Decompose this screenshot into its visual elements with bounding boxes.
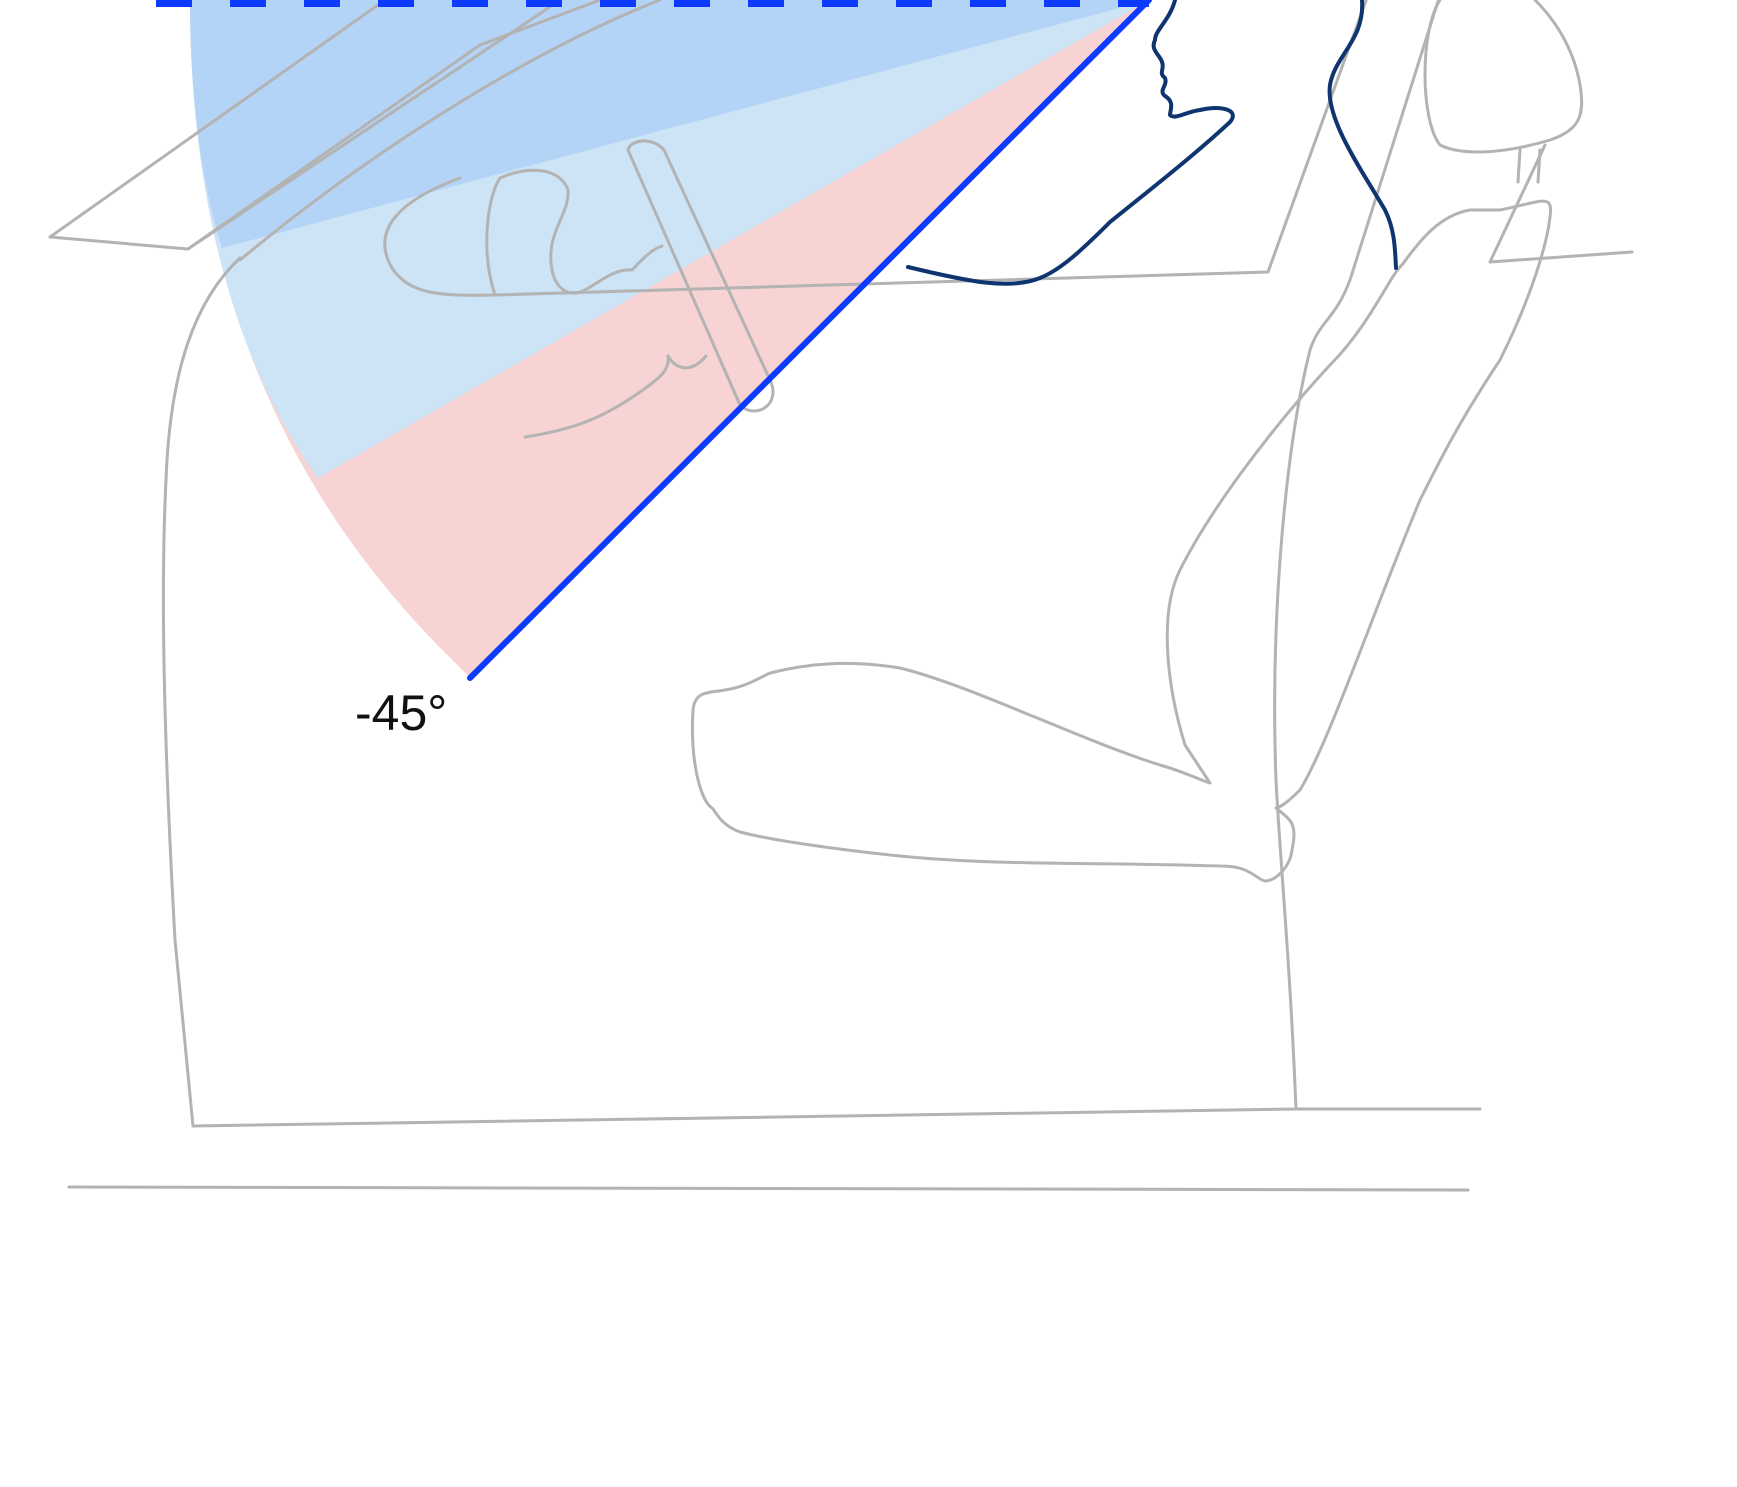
windshield-lines — [48, 0, 662, 262]
cab-wall — [161, 0, 1482, 1128]
driver-back — [1327, 0, 1398, 270]
vehicle-outline — [48, 0, 1634, 1192]
dashboard-icon — [383, 0, 1368, 297]
upper-view-zone — [190, 0, 1149, 248]
angle-label: -45° — [355, 685, 447, 741]
headrest — [1423, 0, 1634, 264]
driver-profile-icon — [906, 0, 1398, 286]
car-seat-icon — [690, 199, 1552, 883]
driver-face — [906, 0, 1235, 286]
sight-line-minus-45 — [467, 0, 1152, 681]
view-zones — [190, 0, 1149, 677]
floor-line — [67, 1185, 1470, 1192]
sight-lines — [156, 0, 1152, 681]
